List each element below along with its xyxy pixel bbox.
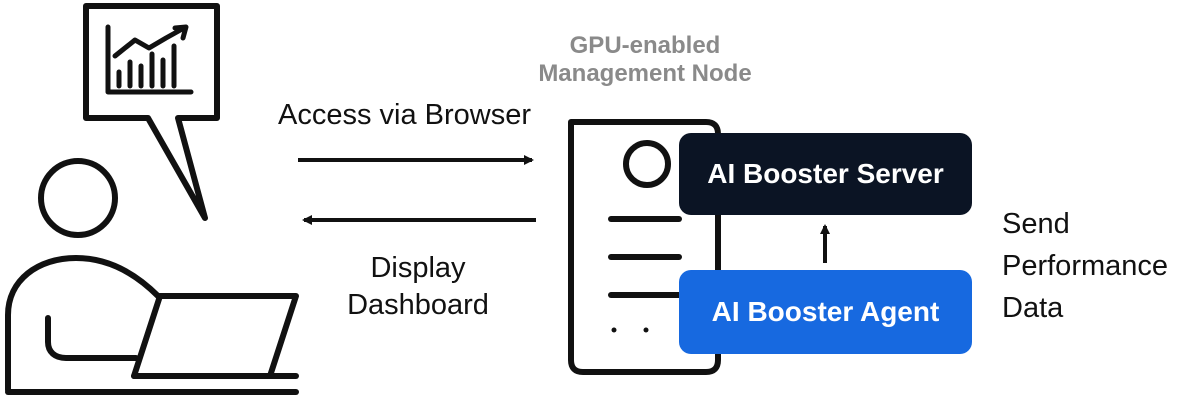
ai-booster-agent-box: AI Booster Agent bbox=[679, 270, 972, 354]
browser-access-label: Access via Browser bbox=[278, 99, 532, 131]
user-body bbox=[5, 255, 161, 393]
user-head bbox=[38, 158, 118, 238]
management-node-title: GPU-enabled Management Node bbox=[515, 32, 775, 88]
performance-label-line: Send bbox=[1002, 208, 1070, 240]
user-at-laptop-icon bbox=[5, 158, 299, 395]
dashboard-label-line: Display bbox=[370, 252, 466, 284]
node-title-line: GPU-enabled bbox=[569, 32, 721, 59]
bar-chart-trend-icon bbox=[105, 24, 194, 95]
dashboard-label-line: Dashboard bbox=[347, 289, 489, 321]
dashboard-label: Display Dashboard bbox=[338, 250, 498, 324]
performance-label-line: Data bbox=[1002, 292, 1064, 324]
user-arm bbox=[45, 315, 139, 361]
ai-booster-server-box: AI Booster Server bbox=[679, 133, 972, 215]
performance-data-label: Send Performance Data bbox=[1002, 203, 1168, 329]
performance-label-line: Performance bbox=[1002, 250, 1169, 282]
speech-bubble-icon bbox=[83, 3, 220, 221]
laptop-screen bbox=[131, 293, 299, 379]
node-title-line: Management Node bbox=[538, 60, 752, 87]
ai-booster-agent-label: AI Booster Agent bbox=[711, 296, 940, 327]
ai-booster-server-label: AI Booster Server bbox=[707, 158, 944, 189]
